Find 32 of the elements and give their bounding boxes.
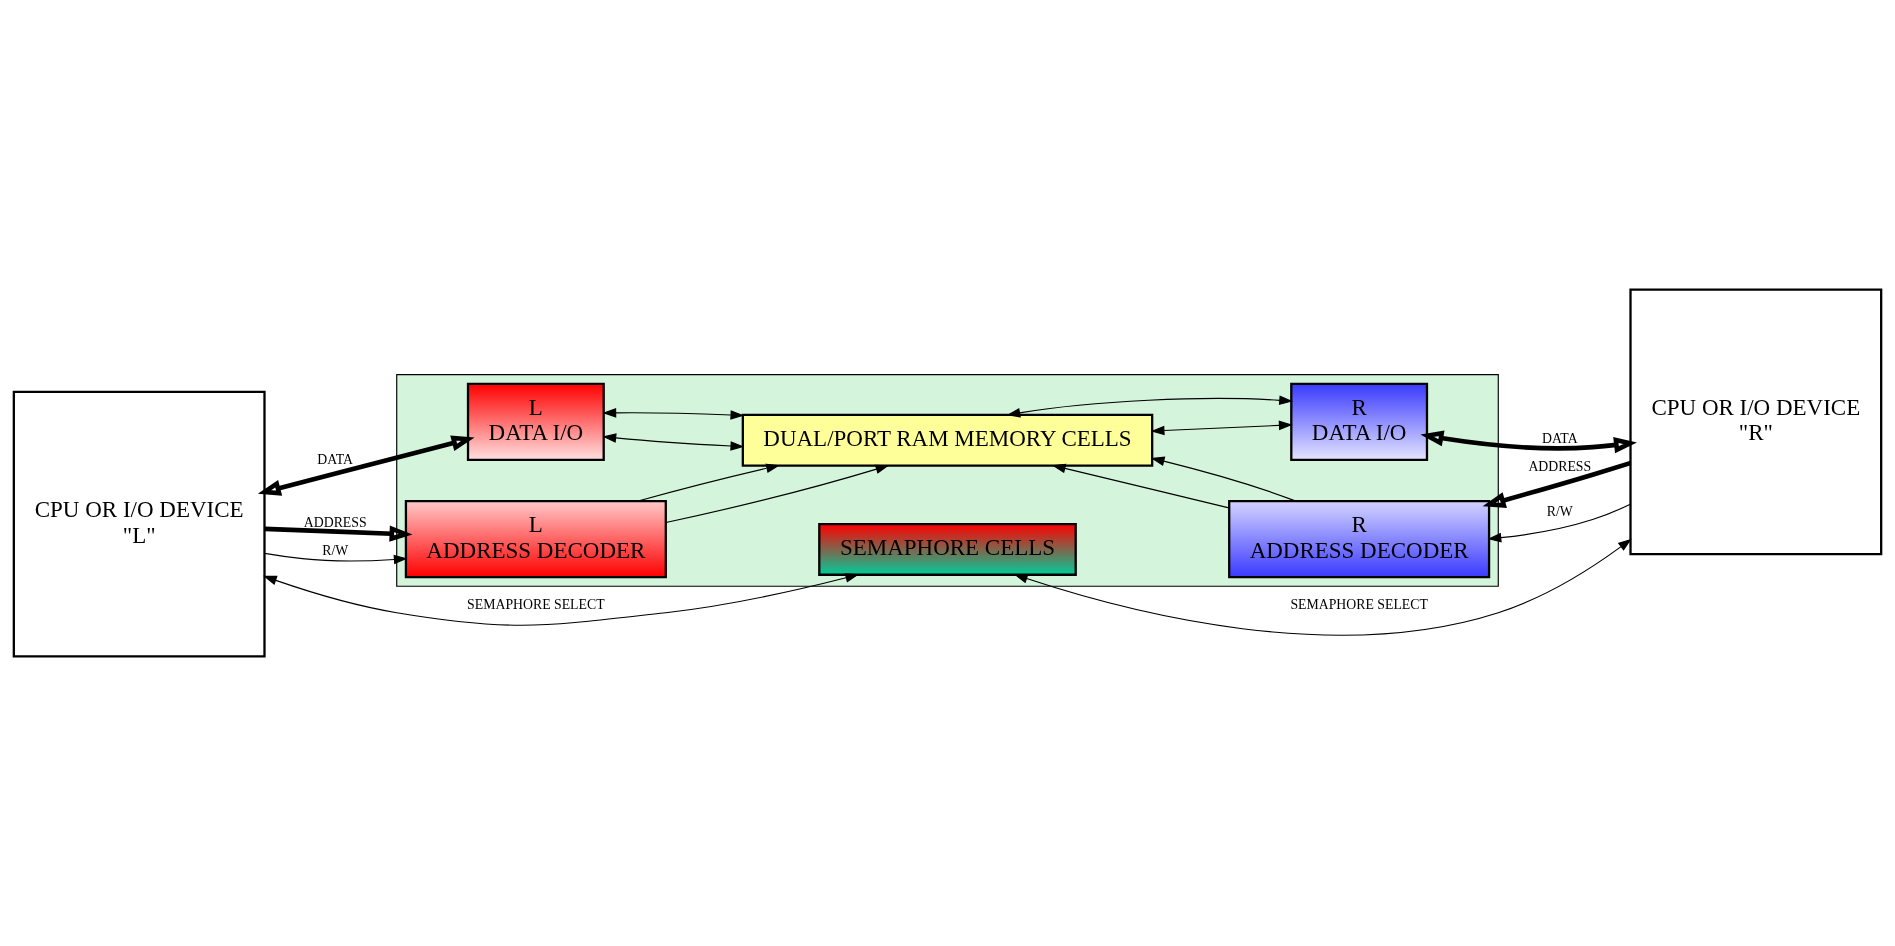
arrow	[665, 464, 890, 524]
arrow	[1420, 430, 1638, 454]
arrow	[264, 552, 408, 565]
edge-label: SEMAPHORE SELECT	[1290, 596, 1428, 612]
arrow	[263, 573, 860, 626]
edge-label: DATA	[1541, 431, 1578, 447]
arrow	[1150, 420, 1293, 436]
node-box: CPU OR I/O DEVICE "L"	[12, 390, 266, 658]
node-box: L DATA I/O	[466, 382, 605, 461]
edge-label: SEMAPHORE SELECT	[467, 596, 605, 612]
arrow	[637, 463, 780, 502]
node-box: R ADDRESS DECODER	[1228, 500, 1491, 579]
node-box: R DATA I/O	[1290, 382, 1429, 461]
arrow	[602, 408, 745, 420]
node-box: CPU OR I/O DEVICE "R"	[1629, 288, 1883, 556]
arrow	[602, 433, 745, 451]
edge-label: R/W	[1546, 503, 1573, 519]
edge-label: ADDRESS	[303, 515, 367, 531]
node-box: SEMAPHORE CELLS	[818, 523, 1077, 576]
arrow	[1006, 395, 1293, 418]
node-box: DUAL/PORT RAM MEMORY CELLS	[741, 413, 1154, 467]
arrow	[1482, 460, 1632, 508]
arrow	[1051, 463, 1230, 509]
arrow	[1013, 538, 1632, 636]
arrow	[1487, 503, 1631, 543]
edge-label: ADDRESS	[1528, 458, 1592, 474]
arrow	[264, 525, 413, 542]
node-box: L ADDRESS DECODER	[404, 500, 667, 579]
edge-label: DATA	[317, 451, 354, 467]
arrow	[1150, 456, 1297, 502]
arrow	[257, 435, 475, 496]
edge-label: R/W	[322, 542, 349, 558]
